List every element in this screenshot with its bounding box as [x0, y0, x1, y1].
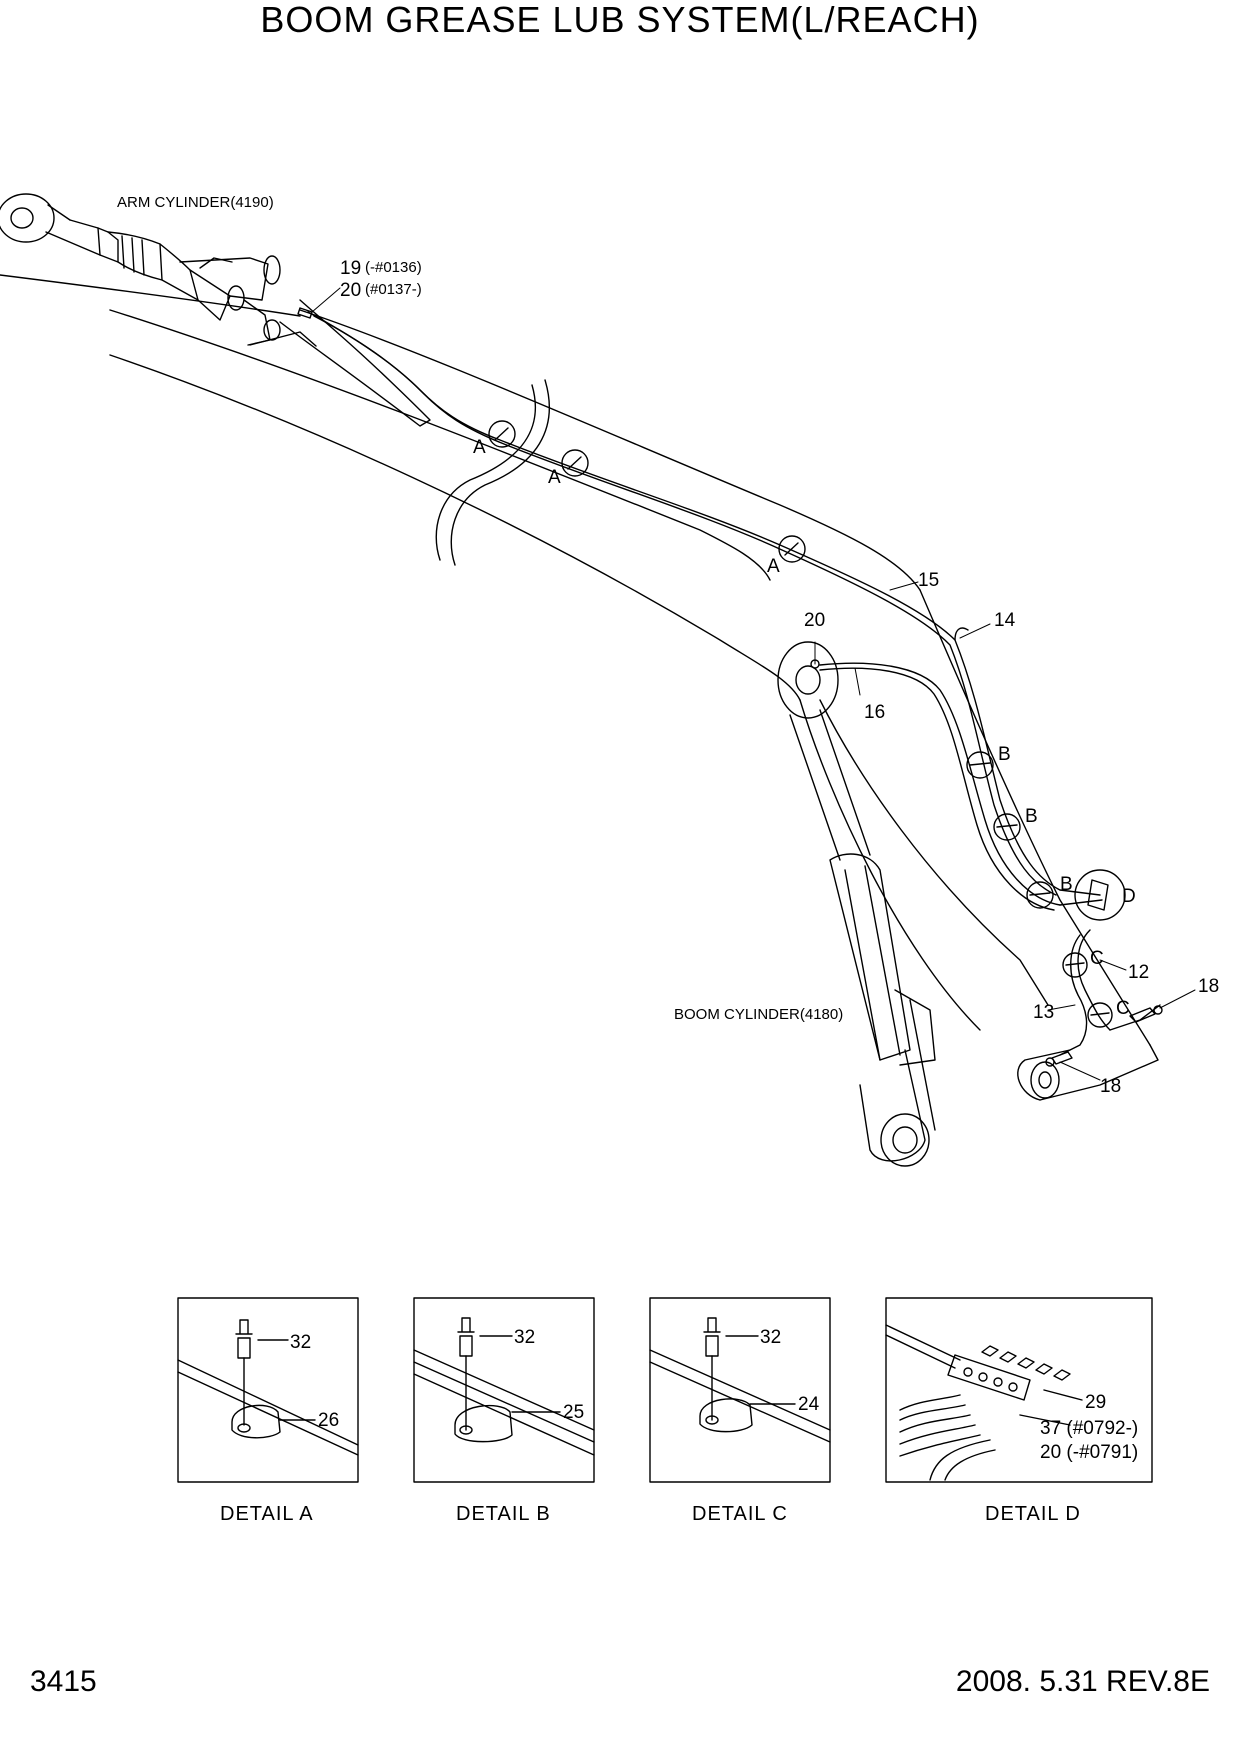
detail-b-caption: DETAIL B [456, 1503, 551, 1525]
detail-d-fitting1-callout: 37 (#0792-) [1040, 1418, 1138, 1439]
callout-15: 15 [918, 570, 939, 591]
detail-b-box [413, 1297, 595, 1483]
callout-d: D [1122, 886, 1136, 907]
detail-a-box [177, 1297, 359, 1483]
callout-c1: C [1090, 948, 1104, 969]
arm-cylinder-drawing [0, 193, 431, 427]
callout-12: 12 [1128, 962, 1149, 983]
page-title: BOOM GREASE LUB SYSTEM(L/REACH) [260, 0, 980, 40]
detail-c-caption: DETAIL C [692, 1503, 788, 1525]
detail-d-fitting2-callout: 20 (-#0791) [1040, 1442, 1138, 1463]
callout-a1: A [473, 437, 486, 458]
grease-lines [307, 311, 1161, 1056]
callout-b1: B [998, 744, 1011, 765]
callout-20-arm-serial: (#0137-) [365, 281, 422, 298]
callout-20-boom-pin: 20 [804, 610, 825, 631]
detail-b-bolt-callout: 32 [514, 1327, 535, 1348]
callout-18-lower: 18 [1100, 1076, 1121, 1097]
clamp-markers [488, 420, 1126, 1028]
page-number: 3415 [30, 1665, 97, 1698]
callout-18-upper: 18 [1198, 976, 1219, 997]
detail-a-caption: DETAIL A [220, 1503, 314, 1525]
revision-date: 2008. 5.31 REV.8E [955, 1665, 1210, 1698]
callout-19-serial: (-#0136) [365, 259, 422, 276]
callout-20-arm: 20 [340, 280, 361, 301]
detail-b-clamp-callout: 25 [563, 1402, 584, 1423]
detail-d-caption: DETAIL D [985, 1503, 1081, 1525]
callout-b2: B [1025, 806, 1038, 827]
callout-14: 14 [994, 610, 1016, 631]
callout-16: 16 [864, 702, 885, 723]
callout-13: 13 [1033, 1002, 1054, 1023]
callout-a3: A [767, 556, 780, 577]
detail-d-block-callout: 29 [1085, 1392, 1106, 1413]
arm-cylinder-label: ARM CYLINDER(4190) [117, 194, 274, 211]
detail-c-bolt-callout: 32 [760, 1327, 781, 1348]
callout-b3: B [1060, 874, 1073, 895]
detail-d-box [885, 1297, 1153, 1483]
detail-c-box [649, 1297, 831, 1483]
boom-structure [0, 274, 1159, 1101]
detail-a-bolt-callout: 32 [290, 1332, 311, 1353]
callout-c2: C [1116, 998, 1130, 1019]
callout-a2: A [548, 467, 561, 488]
callout-19: 19 [340, 258, 361, 279]
leader-lines [311, 287, 1196, 1081]
boom-cylinder-drawing [777, 641, 936, 1167]
detail-c-clamp-callout: 24 [798, 1394, 820, 1415]
detail-a-clamp-callout: 26 [318, 1410, 339, 1431]
boom-cylinder-label: BOOM CYLINDER(4180) [674, 1006, 843, 1023]
